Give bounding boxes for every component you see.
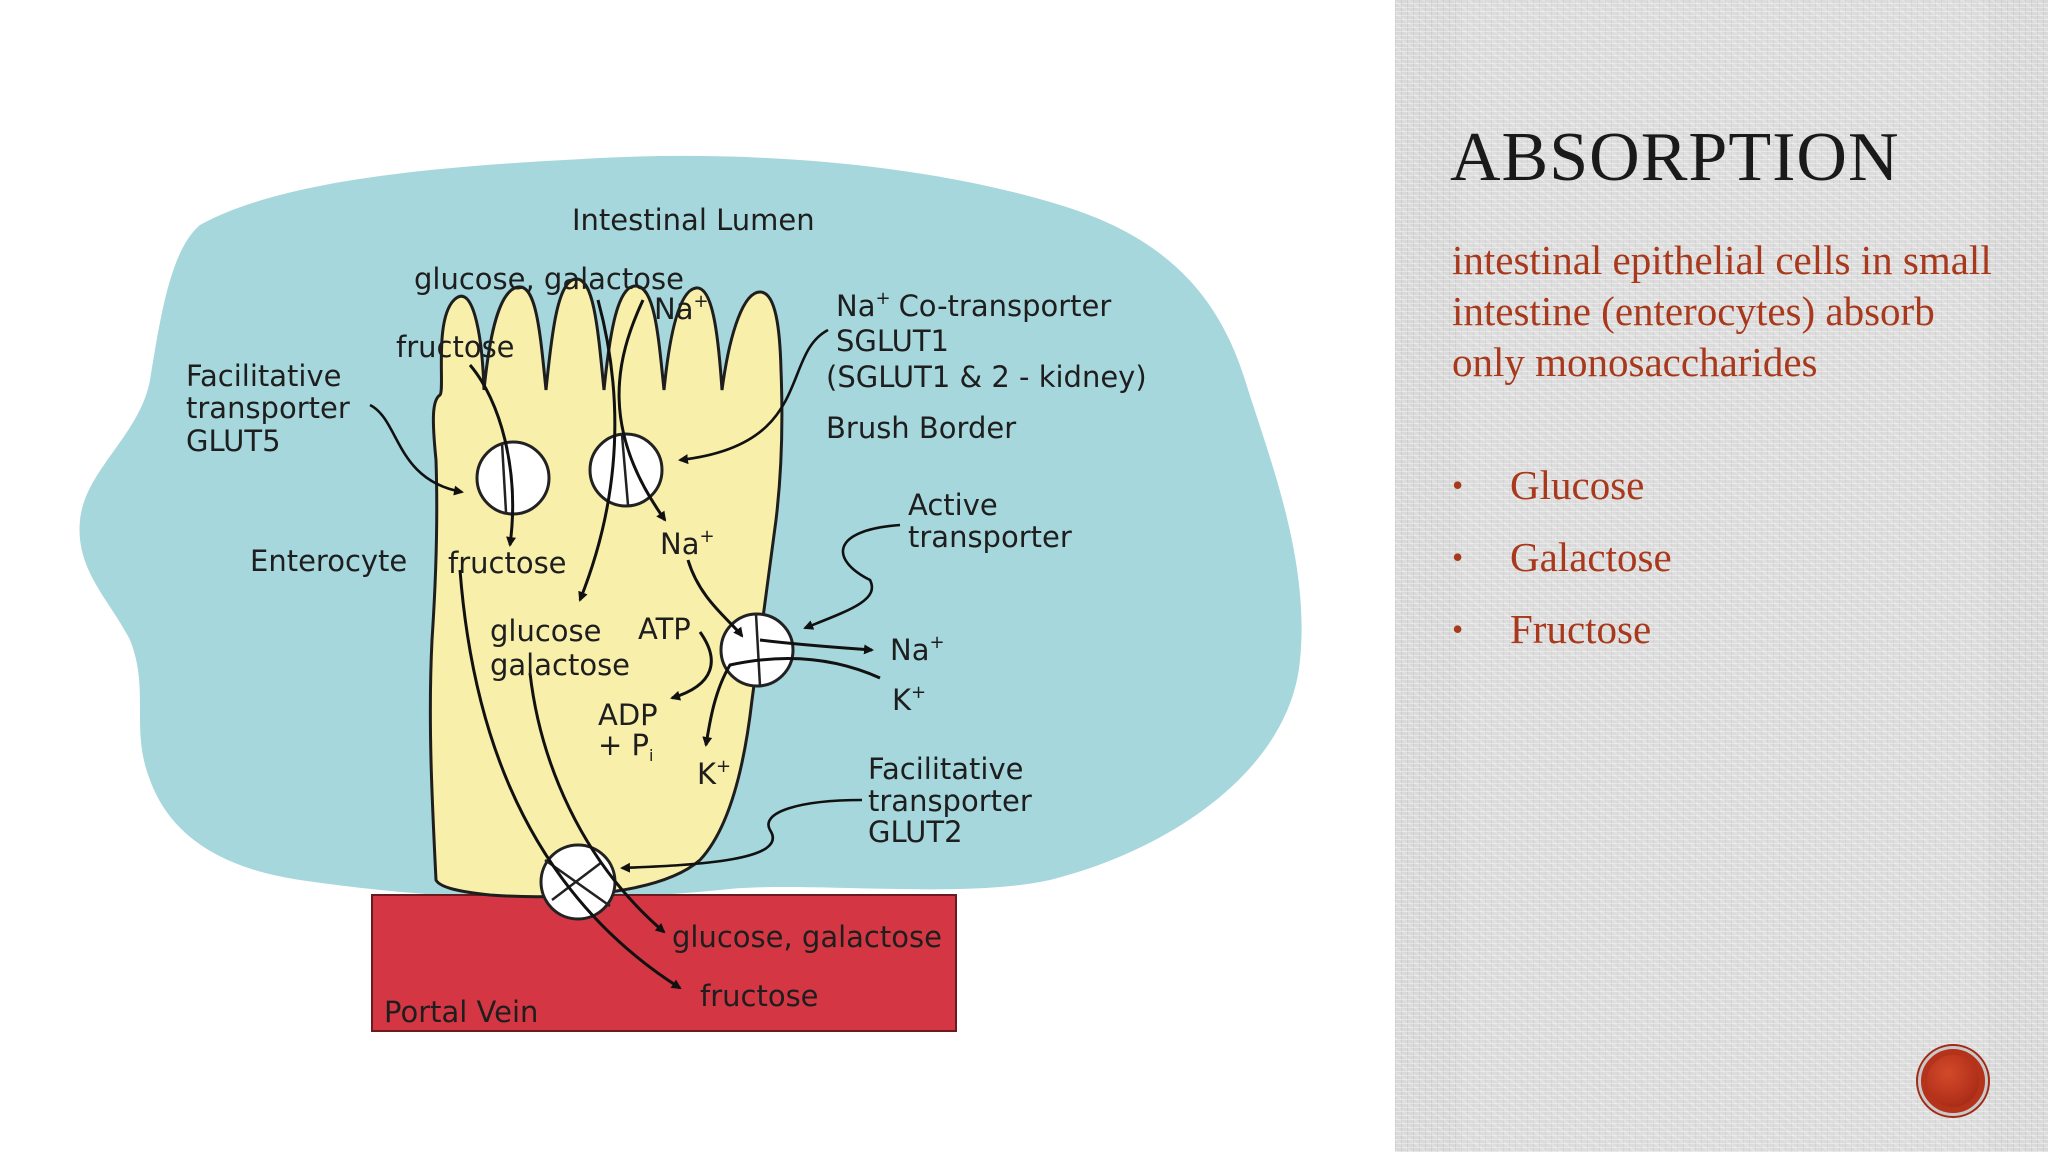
na-entry-arrow [617, 299, 667, 522]
fructose-exit-arrow [458, 569, 682, 990]
panel-inner [1460, 0, 1988, 1152]
atp-label: ATP [638, 612, 691, 646]
portal-vein-label: Portal Vein [384, 995, 538, 1029]
glucose-galactose-bottom-label: glucose, galactose [672, 920, 942, 954]
galactose-mid-label: galactose [490, 648, 630, 682]
sglut-kidney-label: (SGLUT1 & 2 - kidney) [826, 360, 1147, 394]
transporter-glut2-label: transporter [868, 784, 1032, 818]
na-plus-right-label: Na+ [890, 632, 945, 667]
adp-label: ADP [598, 698, 658, 732]
na-co-transporter-label: Na+Co-transporter [836, 288, 1111, 323]
glut2-label: GLUT2 [868, 815, 963, 849]
intestinal-lumen-label: Intestinal Lumen [572, 203, 815, 237]
active-pointer [803, 523, 901, 630]
list-item-text: Glucose [1510, 462, 1645, 508]
enterocyte-cell [428, 277, 784, 899]
sglut1-pointer [678, 328, 829, 465]
fructose-entry-arrow [468, 364, 517, 547]
fructose-top-label: fructose [396, 330, 515, 364]
k-plus-right-label: K+ [892, 682, 926, 717]
text-panel [1395, 0, 2048, 1152]
glucose-exit-arrow [528, 672, 666, 934]
fructose-bottom-label: fructose [700, 979, 819, 1013]
facilitative-glut5-label: Facilitative [186, 359, 341, 393]
atp-to-adp-arrow [670, 631, 713, 701]
portal-vein-rect [371, 894, 957, 1032]
bullet-icon: • [1452, 467, 1464, 503]
plus-pi-label: + Pi [598, 728, 653, 765]
glucose-galactose-top-label: glucose, galactose [414, 262, 684, 296]
transporter-glut5-label: transporter [186, 391, 350, 425]
facilitative-glut2-label: Facilitative [868, 752, 1023, 786]
na-plus-top-label: Na+ [654, 291, 709, 326]
slide-title: ABSORPTION [1450, 119, 1900, 196]
next-slide-icon [1927, 1055, 1979, 1107]
enterocyte-label: Enterocyte [250, 544, 407, 578]
bullet-icon: • [1452, 611, 1464, 647]
sglut1-label: SGLUT1 [836, 324, 949, 358]
active-transporter-label: transporter [908, 520, 1072, 554]
na-plus-mid-label: Na+ [660, 526, 715, 561]
active-label: Active [908, 488, 998, 522]
glut5-label: GLUT5 [186, 424, 281, 458]
glut5-pointer [369, 403, 464, 496]
na-to-pump-arrow [686, 559, 744, 638]
list-item-text: Galactose [1510, 534, 1672, 580]
next-slide-button[interactable] [1918, 1046, 1988, 1116]
na-out-arrow [759, 638, 874, 655]
k-plus-low-label: K+ [697, 756, 731, 791]
list-item-text: Fructose [1510, 606, 1652, 652]
fructose-mid-label: fructose [448, 546, 567, 580]
k-in-arrow [702, 657, 881, 747]
bullet-icon: • [1452, 539, 1464, 575]
glucose-entry-arrow [578, 299, 617, 602]
brush-border-label: Brush Border [826, 411, 1016, 445]
glucose-mid-label: glucose [490, 614, 601, 648]
intro-text: intestinal epithelial cells in small int… [1452, 237, 1992, 385]
absorption-diagram: Intestinal Lumen glucose, galactose Na+ … [79, 155, 1302, 1032]
glut2-pointer [620, 798, 863, 873]
